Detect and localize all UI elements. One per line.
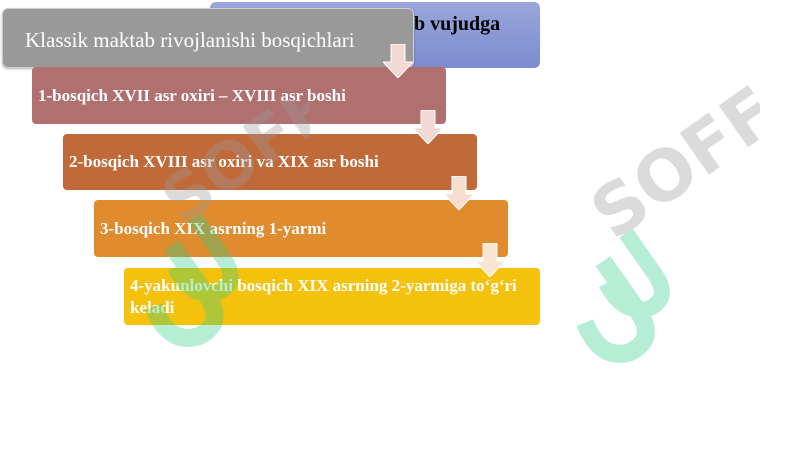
step-1-box: 1-bosqich XVII asr oxiri – XVIII asr bos… <box>32 67 446 124</box>
step-3-label: 3-bosqich XIX asrning 1-yarmi <box>100 218 327 238</box>
down-arrow-icon <box>413 110 443 144</box>
watermark-text: SOFF <box>576 80 760 255</box>
step-2-label: 2-bosqich XVIII asr oxiri va XIX asr bos… <box>69 152 379 171</box>
down-arrow-icon <box>444 176 474 210</box>
down-arrow-icon <box>383 44 413 78</box>
step-2-box: 2-bosqich XVIII asr oxiri va XIX asr bos… <box>63 134 477 190</box>
step-4-label: 4-yakunlovchi bosqich XIX asrning 2-yarm… <box>130 275 517 317</box>
watermark-logo-icon: SOFF <box>576 80 760 363</box>
diagram-title: Klassik maktab rivojlanishi bosqichlari <box>25 28 355 52</box>
header-partial-text: b vujudga <box>414 13 501 35</box>
diagram-title-box: Klassik maktab rivojlanishi bosqichlari <box>2 8 414 68</box>
down-arrow-icon <box>475 243 505 277</box>
step-4-box: 4-yakunlovchi bosqich XIX asrning 2-yarm… <box>124 268 540 325</box>
step-1-label: 1-bosqich XVII asr oxiri – XVIII asr bos… <box>38 85 346 105</box>
step-3-box: 3-bosqich XIX asrning 1-yarmi <box>94 200 508 257</box>
